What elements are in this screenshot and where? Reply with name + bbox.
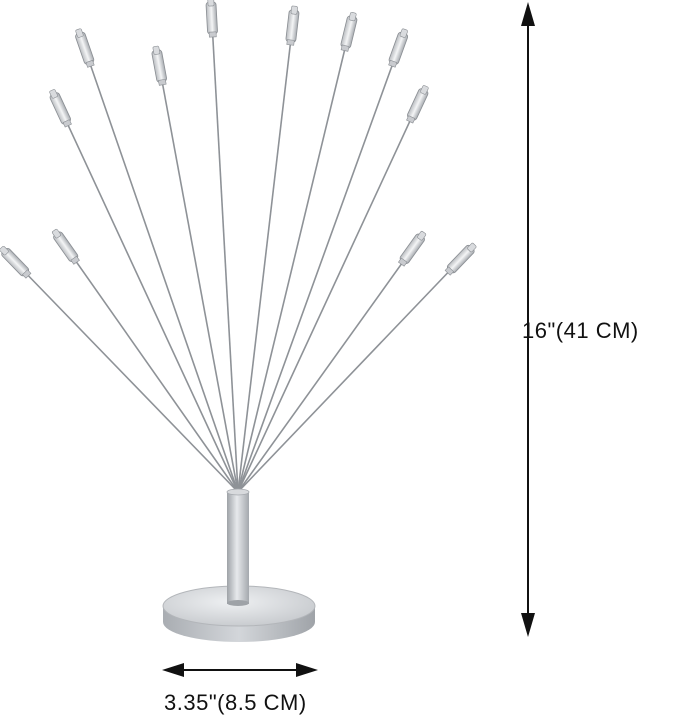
- width-label: 3.35"(8.5 CM): [164, 690, 307, 715]
- wire-arm: [237, 251, 411, 493]
- wire-arm: [159, 69, 239, 493]
- alligator-clips: [0, 0, 477, 279]
- alligator-clip: [406, 85, 429, 124]
- alligator-clip: [52, 228, 80, 265]
- wire-arm: [237, 107, 417, 493]
- height-label: 16"(41 CM): [522, 318, 639, 343]
- alligator-clip: [0, 245, 32, 279]
- wire-arm: [67, 249, 239, 493]
- wire-arm: [17, 264, 239, 493]
- wire-arm: [237, 261, 459, 493]
- width-dimension-arrow: [162, 663, 318, 677]
- wire-arm: [237, 51, 398, 493]
- height-dimension-arrow: [521, 2, 535, 637]
- alligator-clip: [205, 0, 218, 38]
- alligator-clip: [151, 45, 168, 86]
- wire-arm: [85, 51, 239, 493]
- alligator-clip: [285, 5, 300, 46]
- alligator-clip: [49, 89, 72, 128]
- alligator-clip: [340, 11, 358, 52]
- alligator-clip: [444, 242, 477, 276]
- wire-arm: [211, 21, 239, 493]
- wire-arm: [61, 111, 239, 493]
- wire-arm: [237, 29, 293, 493]
- wire-arms: [17, 21, 459, 493]
- alligator-clip: [397, 231, 427, 267]
- stand-base: [162, 585, 316, 642]
- wire-arm: [237, 35, 349, 493]
- alligator-clip: [75, 28, 95, 68]
- stand-pole: [226, 488, 250, 606]
- alligator-clip: [388, 28, 409, 68]
